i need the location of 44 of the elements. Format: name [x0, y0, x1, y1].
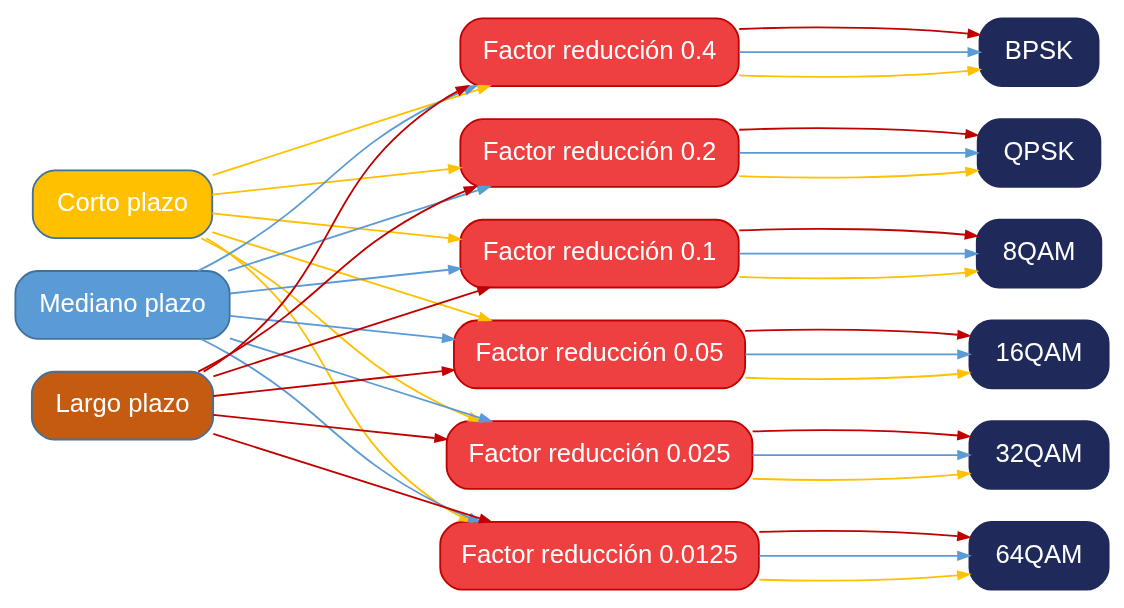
node-box: Factor reducción 0.05: [453, 319, 747, 390]
arrow: [758, 550, 972, 561]
node-box: Corto plazo: [31, 169, 214, 239]
arrow: [738, 47, 983, 58]
node-box: 64QAM: [968, 521, 1110, 591]
arrow: [738, 166, 980, 179]
arrow: [744, 368, 972, 380]
node-box: 16QAM: [968, 319, 1110, 390]
arrow: [738, 127, 980, 140]
arrow: [227, 185, 492, 272]
arrow: [738, 248, 980, 259]
arrow: [212, 366, 457, 397]
arrow: [744, 328, 972, 340]
arrow: [212, 286, 492, 378]
arrow: [197, 185, 479, 373]
arrow: [758, 530, 972, 542]
arrow: [751, 449, 972, 461]
node-box: Factor reducción 0.025: [445, 420, 754, 490]
arrow: [758, 570, 972, 582]
node-box: Largo plazo: [30, 370, 215, 441]
node-box: Factor reducción 0.2: [459, 118, 740, 188]
arrow: [738, 267, 980, 280]
node-box: QPSK: [976, 118, 1102, 188]
node-box: Factor reducción 0.1: [459, 218, 740, 289]
node-box: BPSK: [978, 17, 1100, 87]
node-box: 32QAM: [968, 420, 1110, 490]
node-box: Factor reducción 0.4: [459, 17, 740, 87]
arrow: [751, 429, 972, 441]
arrow: [229, 264, 463, 295]
arrow: [738, 147, 980, 159]
node-box: Mediano plazo: [14, 270, 231, 340]
arrow: [211, 212, 463, 244]
node-box: 8QAM: [975, 218, 1103, 289]
arrow: [738, 228, 980, 240]
node-box: Factor reducción 0.0125: [439, 521, 760, 591]
arrow: [202, 85, 471, 373]
arrow: [211, 164, 463, 196]
arrow: [229, 315, 457, 344]
arrow: [738, 26, 983, 39]
arrow: [738, 65, 983, 78]
arrow: [744, 349, 972, 360]
arrow: [751, 469, 972, 481]
arrow: [212, 414, 449, 444]
arrow: [211, 231, 493, 322]
